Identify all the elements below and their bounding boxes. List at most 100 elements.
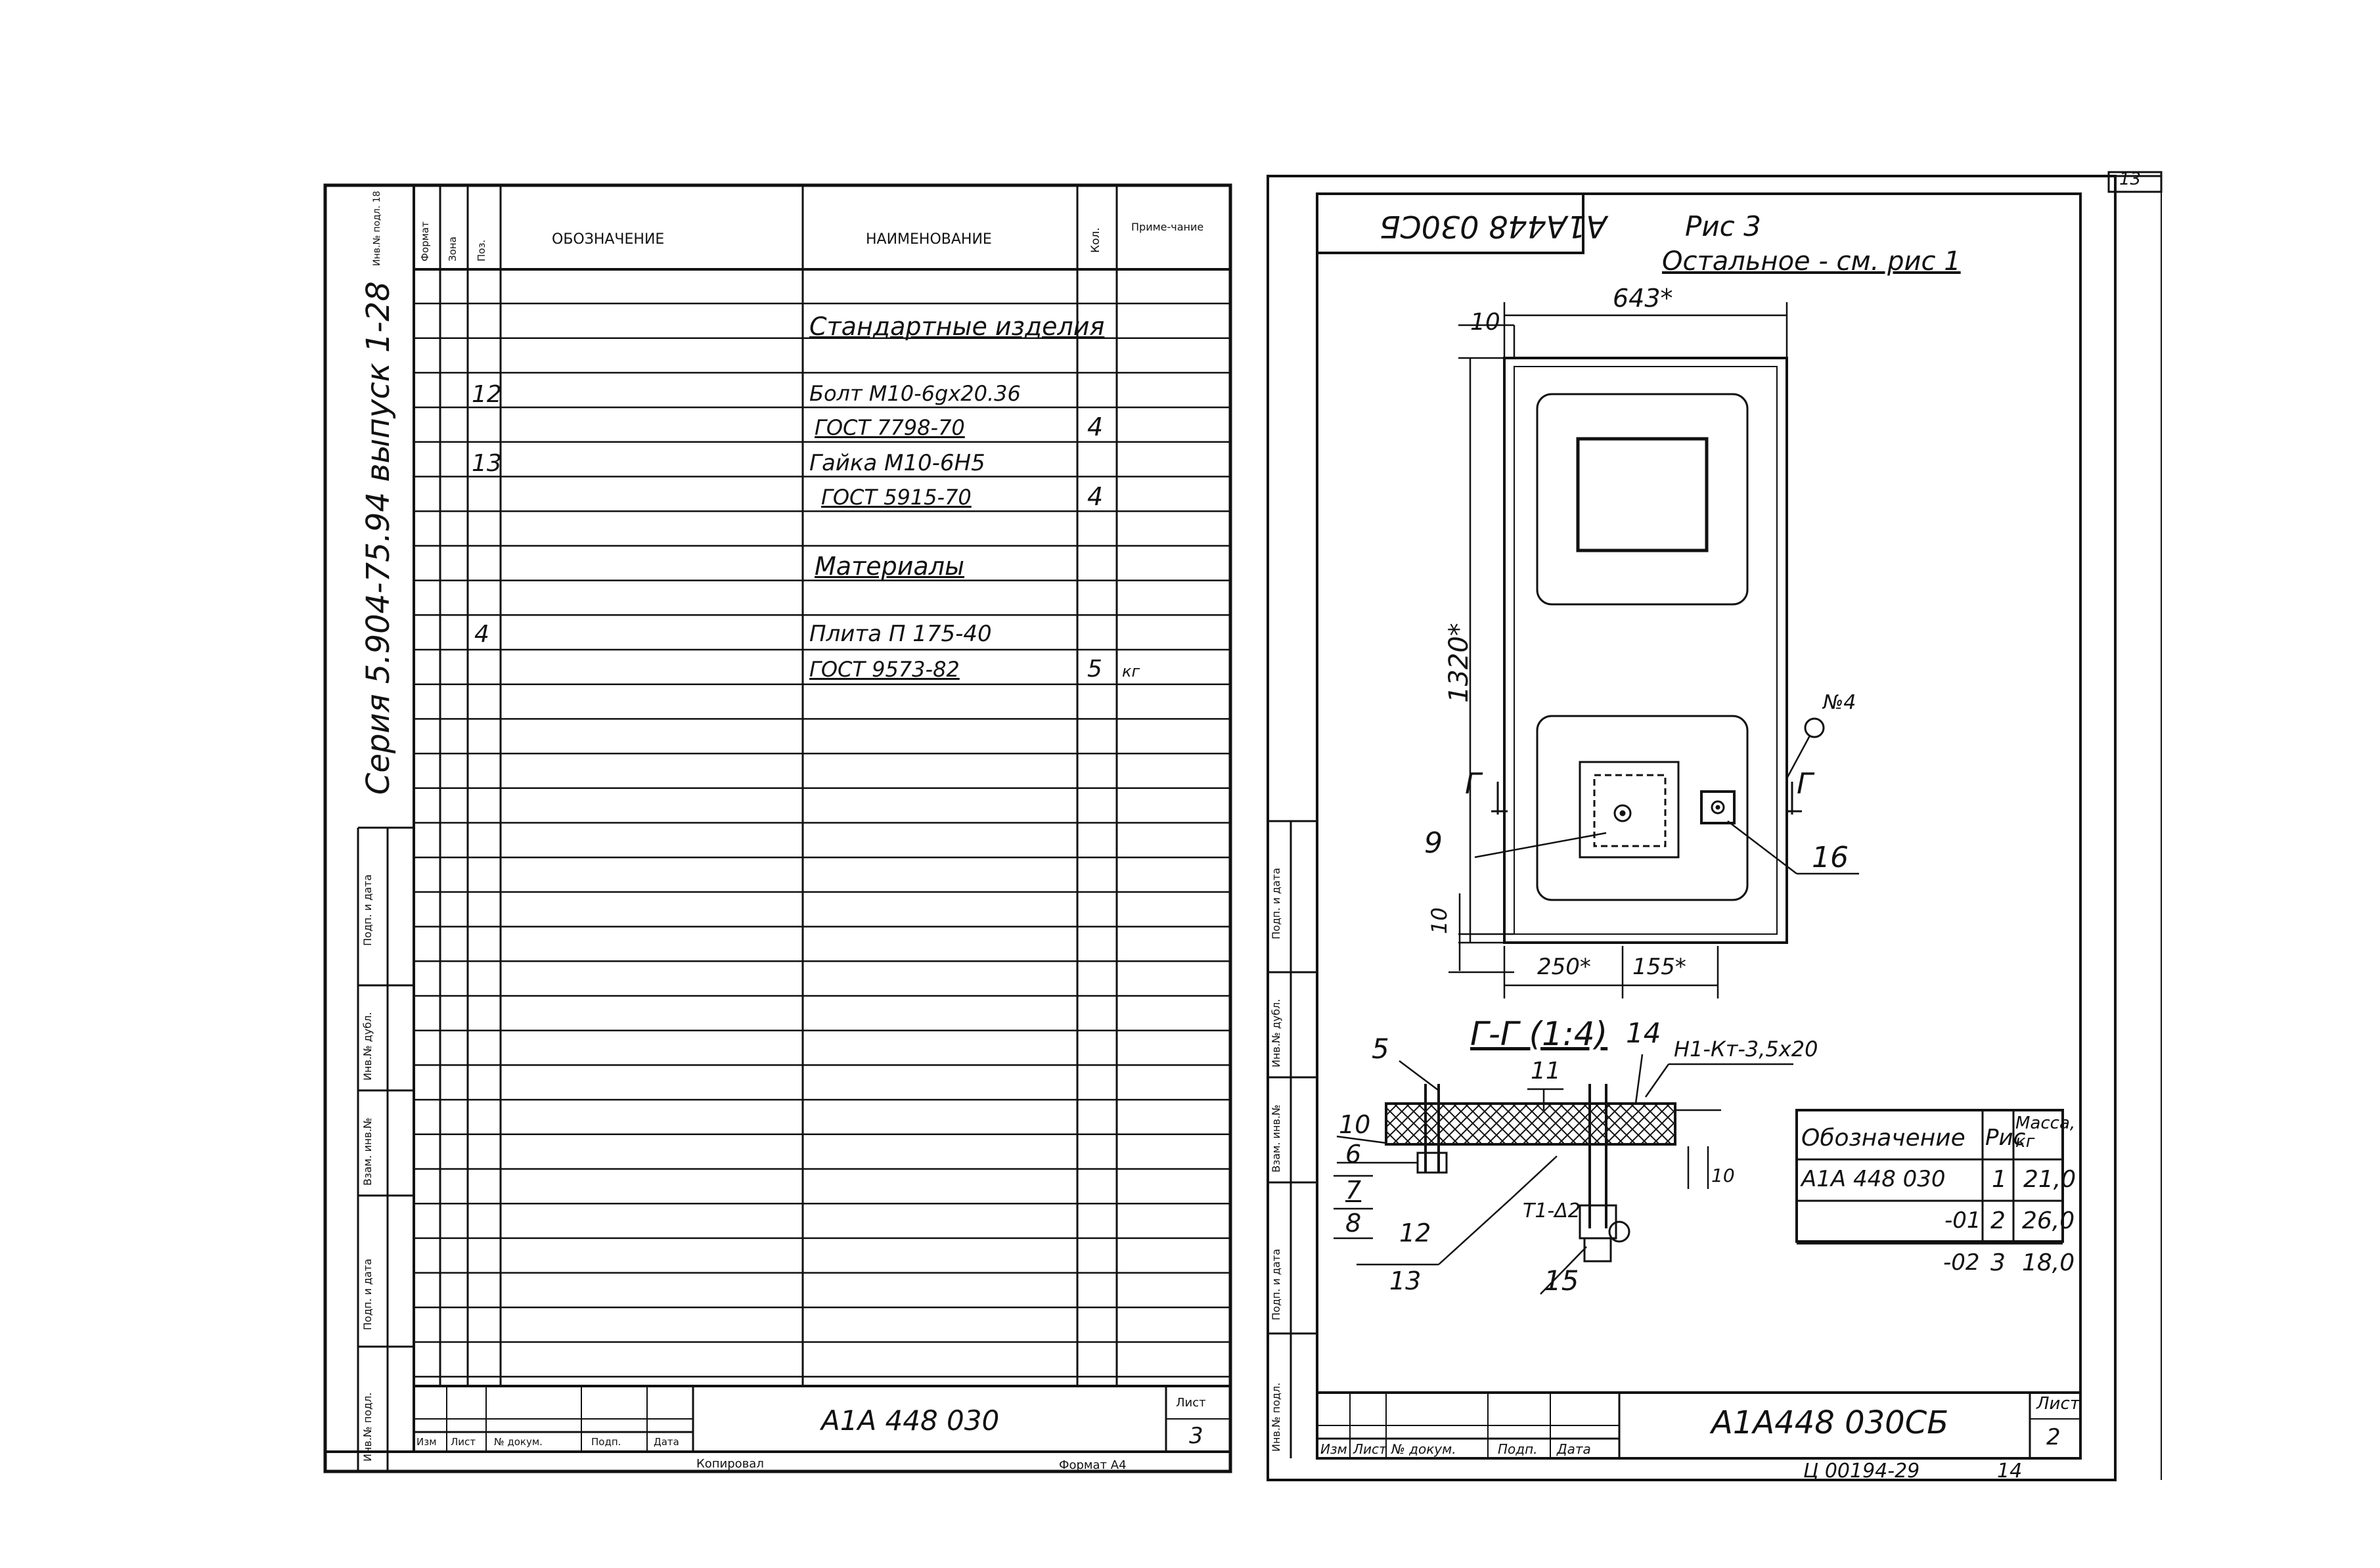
callout-g-right: Г	[1797, 767, 1813, 801]
row-qty-4a: 4	[1087, 413, 1104, 441]
row-pos-12: 12	[472, 381, 502, 408]
callout-16: 16	[1812, 841, 1849, 874]
mass-row2-designation: -01	[1944, 1207, 1981, 1234]
right-stamp-replace-inv: Взам. инв.№	[1270, 1104, 1282, 1173]
left-sheet: Формат Зона Поз. ОБОЗНАЧЕНИЕ НАИМЕНОВАНИ…	[323, 183, 1232, 1473]
callout-10: 10	[1339, 1110, 1371, 1139]
right-tb-sheet-num: 2	[2046, 1424, 2061, 1450]
dim-bottom-offset: 10	[1427, 907, 1452, 934]
corner-num: 13	[2119, 169, 2142, 189]
header-designation: ОБОЗНАЧЕНИЕ	[552, 231, 665, 248]
mass-row1-designation: А1А 448 030	[1801, 1166, 1946, 1192]
callout-7: 7	[1345, 1176, 1362, 1205]
panel-plan	[1474, 357, 1859, 944]
row-name-gost-5915: ГОСТ 5915-70	[821, 485, 972, 510]
left-stamp-replace-inv: Взам. инв.№	[361, 1117, 374, 1186]
section-view	[1334, 1054, 1793, 1295]
section-label: Г-Г (1:4)	[1470, 1015, 1608, 1053]
row-name-nut: Гайка М10-6Н5	[809, 450, 985, 476]
left-tb-sign: Подп.	[591, 1436, 621, 1448]
mass-row2-fig: 2	[1990, 1207, 2006, 1234]
mass-row3-mass: 18,0	[2022, 1249, 2075, 1276]
callout-15: 15	[1544, 1265, 1579, 1297]
header-format: Формат	[419, 221, 431, 261]
mass-row3-designation: -02	[1943, 1249, 1980, 1276]
callout-n4: №4	[1823, 691, 1856, 714]
mass-header-designation: Обозначение	[1801, 1125, 1965, 1152]
header-qty: Кол.	[1089, 227, 1102, 253]
callout-screw: Н1-Кт-3,5х20	[1674, 1037, 1818, 1062]
callout-12: 12	[1399, 1219, 1431, 1247]
right-tb-date: Дата	[1557, 1441, 1591, 1457]
callout-6: 6	[1345, 1140, 1362, 1169]
callout-9: 9	[1424, 826, 1443, 860]
left-tb-sheet-label: Лист	[1176, 1396, 1206, 1410]
row-name-gost-9573: ГОСТ 9573-82	[809, 657, 960, 682]
footer-copied: Копировал	[696, 1457, 764, 1471]
fig-note: Остальное - см. рис 1	[1662, 246, 1961, 277]
right-sheet-frame	[1267, 171, 2163, 1481]
left-tb-sheet-num: 3	[1189, 1423, 1203, 1449]
fig-title: Рис 3	[1685, 210, 1761, 242]
mass-header-mass: Масса, кг	[2015, 1113, 2076, 1152]
mass-row1-fig: 1	[1992, 1166, 2007, 1193]
callout-d10: 10	[1711, 1165, 1735, 1186]
left-tb-list: Лист	[451, 1436, 476, 1448]
mass-table-grid	[1795, 1109, 2064, 1245]
top-stamp: А1А448 030СБ	[1380, 209, 1607, 244]
right-stamp-sign-date-2: Подп. и дата	[1270, 1249, 1282, 1320]
left-stamp-orig-inv: Инв.№ подл.	[361, 1392, 374, 1462]
mass-row3-fig: 3	[1990, 1249, 2006, 1276]
dim-b: 155*	[1632, 954, 1686, 980]
footer-code: Ц 00194-29	[1803, 1460, 1920, 1483]
footer-format: Формат А4	[1059, 1458, 1127, 1472]
callout-11: 11	[1531, 1058, 1561, 1085]
callout-14: 14	[1626, 1017, 1661, 1049]
header-note: Приме-чание	[1131, 221, 1204, 233]
right-tb-sign: Подп.	[1498, 1441, 1538, 1457]
dimension-lines	[1448, 302, 1788, 998]
dim-a: 250*	[1537, 954, 1591, 980]
row-note-kg: кг	[1122, 662, 1140, 681]
left-tb-doc-number: А1А 448 030	[821, 1404, 1000, 1437]
callout-t1: Т1-Δ2	[1523, 1199, 1581, 1222]
dim-height: 1320*	[1444, 623, 1474, 703]
margin-small: Инв.№ подл. 18	[372, 190, 382, 266]
left-stamp-sign-date-2: Подп. и дата	[361, 1259, 374, 1330]
header-pos: Поз.	[476, 239, 487, 261]
row-pos-13: 13	[472, 450, 502, 477]
footer-num: 14	[1997, 1460, 2023, 1483]
left-stamp-sign-date-1: Подп. и дата	[361, 874, 374, 946]
header-zone: Зона	[447, 236, 459, 261]
dim-top-offset: 10	[1470, 309, 1500, 336]
row-name-materials-heading: Материалы	[815, 552, 964, 581]
row-name-plate: Плита П 175-40	[809, 621, 992, 647]
right-stamp-orig-inv: Инв.№ подл.	[1270, 1382, 1282, 1452]
left-sheet-frame	[323, 183, 1232, 1473]
left-tb-izm: Изм	[416, 1436, 437, 1448]
right-tb-doc-number: А1А448 030СБ	[1711, 1404, 1949, 1441]
row-name-bolt: Болт М10-6gх20.36	[809, 381, 1021, 406]
right-tb-sheet-label: Лист	[2036, 1394, 2080, 1414]
left-tb-date: Дата	[654, 1436, 679, 1448]
margin-series: Серия 5.904-75.94 выпуск 1-28	[360, 281, 397, 795]
right-tb-list: Лист	[1353, 1441, 1387, 1457]
callout-g-left: Г	[1465, 767, 1481, 801]
right-stamp-sign-date-1: Подп. и дата	[1270, 868, 1282, 939]
right-sheet: А1А448 030СБ 13 Рис 3 Остальное - см. ри…	[1248, 0, 2380, 1568]
callout-5: 5	[1372, 1033, 1389, 1065]
dim-width: 643*	[1613, 284, 1673, 313]
header-name: НАИМЕНОВАНИЕ	[866, 231, 992, 248]
left-tb-docnum: № докум.	[494, 1436, 543, 1448]
row-qty-5: 5	[1087, 656, 1102, 683]
row-name-standard-heading: Стандартные изделия	[809, 312, 1105, 341]
right-stamp-dup-inv: Инв.№ дубл.	[1270, 998, 1282, 1067]
mass-header-fig: Рис	[1985, 1125, 2026, 1151]
row-name-gost-7798: ГОСТ 7798-70	[815, 415, 965, 440]
right-tb-izm: Изм	[1320, 1441, 1347, 1457]
callout-13: 13	[1389, 1266, 1422, 1295]
callout-8: 8	[1345, 1209, 1362, 1238]
mass-row2-mass: 26,0	[2022, 1207, 2075, 1234]
right-tb-docnum: № докум.	[1391, 1441, 1456, 1457]
left-row-lines	[414, 302, 1230, 1378]
